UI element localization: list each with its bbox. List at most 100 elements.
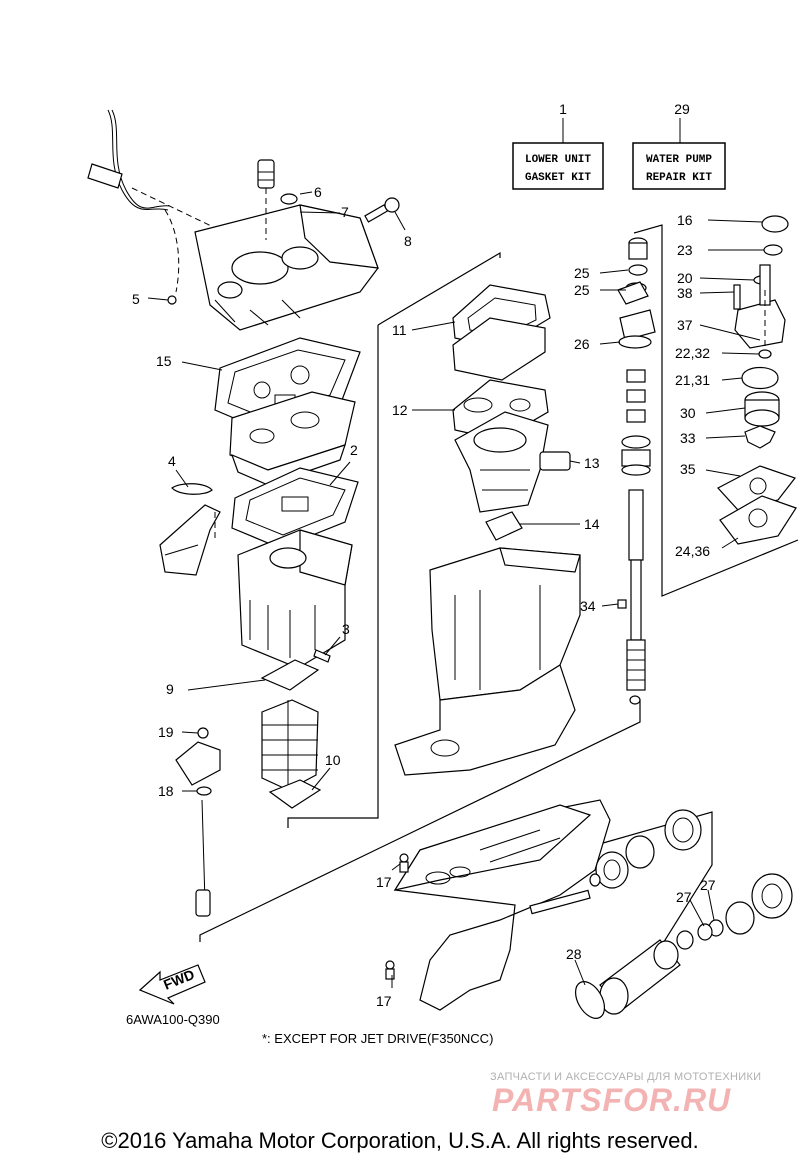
gasket-2 bbox=[231, 467, 359, 549]
seal-16 bbox=[761, 215, 789, 233]
needle-bearing bbox=[676, 930, 694, 950]
impeller-33 bbox=[744, 425, 776, 449]
oil-pan bbox=[454, 411, 549, 513]
callout-28: 28 bbox=[566, 946, 582, 962]
kit-1-number: 1 bbox=[559, 101, 567, 117]
fwd-arrow-icon: FWD bbox=[138, 964, 206, 1005]
kit-29-line1: WATER PUMP bbox=[646, 154, 712, 166]
shim bbox=[589, 873, 601, 887]
callout-16: 16 bbox=[677, 212, 693, 228]
muffler-stack bbox=[261, 699, 319, 791]
callout-11: 11 bbox=[392, 322, 407, 338]
kit-1-line2: GASKET KIT bbox=[525, 172, 591, 184]
insert-cartridge-30 bbox=[744, 391, 780, 427]
callout-5: 5 bbox=[132, 291, 140, 307]
callout-26: 26 bbox=[574, 336, 590, 352]
group-bracket-gear bbox=[199, 700, 641, 942]
group-bracket-propshaft bbox=[595, 811, 713, 1013]
diagram-code: 6AWA100-Q390 bbox=[126, 1012, 220, 1027]
callout-24-36: 24,36 bbox=[675, 543, 710, 559]
callout-37: 37 bbox=[677, 317, 693, 333]
shift-rod bbox=[201, 799, 206, 903]
copyright-notice: ©2016 Yamaha Motor Corporation, U.S.A. A… bbox=[101, 1128, 699, 1153]
callout-15: 15 bbox=[156, 353, 172, 369]
callout-30: 30 bbox=[680, 405, 696, 421]
fitting-8 bbox=[384, 197, 400, 213]
callout-27-a: 27 bbox=[676, 889, 692, 905]
footnote: *: EXCEPT FOR JET DRIVE(F350NCC) bbox=[262, 1031, 494, 1046]
seal-4 bbox=[171, 483, 213, 495]
callout-35: 35 bbox=[680, 461, 696, 477]
kit-box-water-pump[interactable]: WATER PUMP REPAIR KIT 29 bbox=[632, 101, 726, 190]
callout-6: 6 bbox=[314, 184, 322, 200]
callout-34: 34 bbox=[580, 598, 596, 614]
water-pickup bbox=[175, 741, 221, 786]
callout-14: 14 bbox=[584, 516, 600, 532]
bolt-17-top bbox=[399, 853, 409, 863]
callout-25-b: 25 bbox=[574, 282, 590, 298]
callout-20: 20 bbox=[677, 270, 693, 286]
outer-plate-35 bbox=[717, 465, 796, 511]
seal-10 bbox=[268, 779, 322, 809]
o-ring-5 bbox=[167, 295, 177, 305]
o-ring-28 bbox=[574, 981, 606, 1019]
driveshaft-parts bbox=[617, 237, 656, 705]
callout-13: 13 bbox=[584, 455, 600, 471]
lower-case bbox=[393, 799, 611, 1011]
group-bracket-left bbox=[287, 325, 379, 828]
kit-29-number: 29 bbox=[674, 101, 690, 117]
leader-lines bbox=[147, 191, 764, 988]
pump-housing-37 bbox=[734, 264, 786, 350]
callout-22-32: 22,32 bbox=[675, 345, 710, 361]
prop-shaft bbox=[529, 889, 591, 915]
watermark-logo: PARTSFOR.RU bbox=[492, 1082, 732, 1118]
o-ring-22 bbox=[758, 349, 772, 359]
gasket-9 bbox=[260, 659, 320, 691]
watermark-tagline: ЗАПЧАСТИ И АКСЕССУАРЫ ДЛЯ МОТОТЕХНИКИ bbox=[490, 1071, 762, 1083]
callout-9: 9 bbox=[166, 681, 174, 697]
callout-33: 33 bbox=[680, 430, 696, 446]
bearing-race bbox=[625, 835, 655, 869]
exhaust-guide-assembly bbox=[194, 159, 379, 331]
callout-8: 8 bbox=[404, 233, 412, 249]
kit-1-line1: LOWER UNIT bbox=[525, 154, 591, 166]
thrust-washer bbox=[725, 901, 755, 935]
callout-25-a: 25 bbox=[574, 265, 590, 281]
callout-4: 4 bbox=[168, 453, 176, 469]
callout-10: 10 bbox=[325, 752, 341, 768]
callout-38: 38 bbox=[677, 285, 693, 301]
forward-gear bbox=[595, 851, 629, 889]
kit-29-line2: REPAIR KIT bbox=[646, 172, 712, 184]
o-ring-6 bbox=[280, 193, 298, 205]
callout-18: 18 bbox=[158, 783, 174, 799]
exhaust-manifold bbox=[229, 391, 356, 486]
group-bracket-driveshaft bbox=[633, 224, 799, 597]
callout-12: 12 bbox=[392, 402, 408, 418]
seal-21 bbox=[741, 366, 779, 390]
group-bracket-upper-casing bbox=[377, 251, 501, 326]
filter-13 bbox=[539, 451, 571, 471]
callout-27-b: 27 bbox=[700, 877, 716, 893]
o-ring-18 bbox=[196, 786, 212, 796]
reverse-gear bbox=[751, 873, 793, 919]
cable-fitting bbox=[87, 163, 123, 189]
water-tube bbox=[159, 504, 221, 576]
callout-numbers: 5 6 7 8 15 4 2 3 9 19 18 10 11 12 13 14 … bbox=[132, 184, 716, 1009]
callout-21-31: 21,31 bbox=[675, 372, 710, 388]
callout-23: 23 bbox=[677, 242, 693, 258]
seal-14 bbox=[485, 511, 523, 541]
key-34 bbox=[617, 599, 627, 609]
bolt-17-bottom bbox=[385, 960, 395, 970]
prop-shaft-housing bbox=[599, 939, 681, 1015]
oil-seal-27b bbox=[697, 923, 713, 941]
callout-17-b: 17 bbox=[376, 993, 392, 1009]
cup-23 bbox=[763, 244, 783, 256]
taper-bearing bbox=[664, 809, 702, 851]
callout-3: 3 bbox=[342, 621, 350, 637]
kit-box-lower-unit[interactable]: LOWER UNIT GASKET KIT 1 bbox=[512, 101, 604, 190]
bolt-38 bbox=[733, 284, 741, 310]
callout-2: 2 bbox=[350, 442, 358, 458]
shift-cable-line bbox=[107, 109, 169, 211]
